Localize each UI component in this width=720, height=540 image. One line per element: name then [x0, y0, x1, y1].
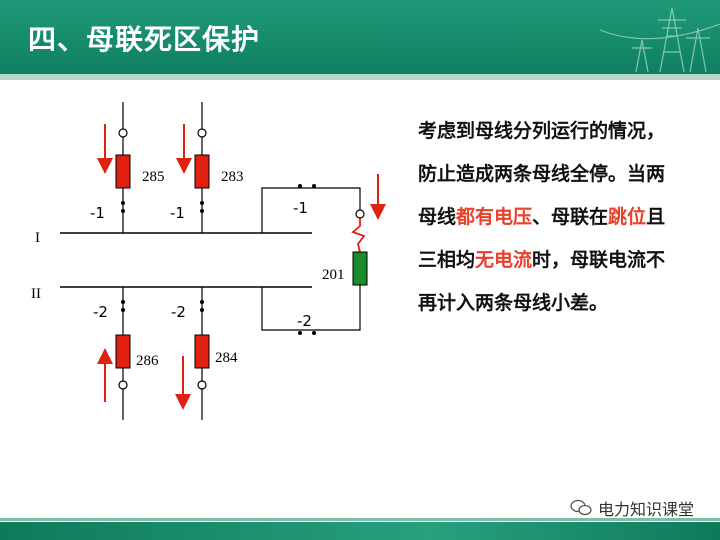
breaker-label-283: 283: [221, 169, 244, 185]
power-tower-icon: [599, 7, 720, 73]
highlight-trip: 跳位: [608, 206, 647, 228]
feeder-285: 285 -1: [90, 102, 165, 233]
highlight-no-current: 无电流: [475, 249, 533, 271]
bus-II-label: II: [31, 286, 41, 302]
breaker-286: [115, 334, 131, 369]
watermark-text: 电力知识课堂: [597, 500, 694, 519]
fault-lightning-icon: [351, 218, 366, 253]
desc-part-4: 时，母联电流不再计入两条母线小差。: [418, 249, 666, 314]
title-bar: 四、母联死区保护: [0, 0, 720, 74]
switch-label-284: -2: [171, 303, 186, 321]
wechat-icon: [570, 499, 592, 516]
watermark: 电力知识课堂: [570, 496, 694, 520]
description-text: 考虑到母线分列运行的情况，防止造成两条母线全停。当两母线都有电压、母联在跳位且三…: [418, 110, 678, 325]
breaker-label-284: 284: [215, 350, 238, 366]
switch-label-285: -1: [90, 204, 105, 222]
bus-I-label: I: [35, 230, 40, 246]
breaker-283: [194, 154, 210, 189]
breaker-label-285: 285: [142, 169, 165, 185]
coupler-switch-label-top: -1: [293, 199, 308, 217]
breaker-label-286: 286: [136, 353, 159, 369]
highlight-voltage: 都有电压: [456, 206, 533, 228]
desc-part-1: 考虑到母线分列运行的情况，防止造成两条母线全停。当两母线: [418, 120, 666, 228]
footer-bar: [0, 522, 720, 540]
breaker-284: [194, 334, 210, 369]
switch-label-286: -2: [93, 303, 108, 321]
switch-label-283: -1: [170, 204, 185, 222]
feeder-286: 286 -2: [93, 287, 159, 420]
desc-part-2: 、母联在: [532, 206, 609, 228]
header-divider: [0, 74, 720, 80]
breaker-label-201: 201: [322, 267, 345, 283]
footer-divider: [0, 518, 720, 521]
bus-diagram: I II 285 -1 283 -1 286 -2: [31, 102, 386, 420]
feeder-284: 284 -2: [171, 287, 238, 420]
breaker-285: [115, 154, 131, 189]
feeder-283: 283 -1: [170, 102, 244, 233]
bus-coupler-201: -1 -2 201: [261, 174, 386, 335]
coupler-switch-label-bottom: -2: [297, 312, 312, 330]
breaker-201: [352, 251, 368, 286]
page-title: 四、母联死区保护: [28, 23, 261, 56]
desc-part-3: 且三相均: [418, 206, 666, 271]
